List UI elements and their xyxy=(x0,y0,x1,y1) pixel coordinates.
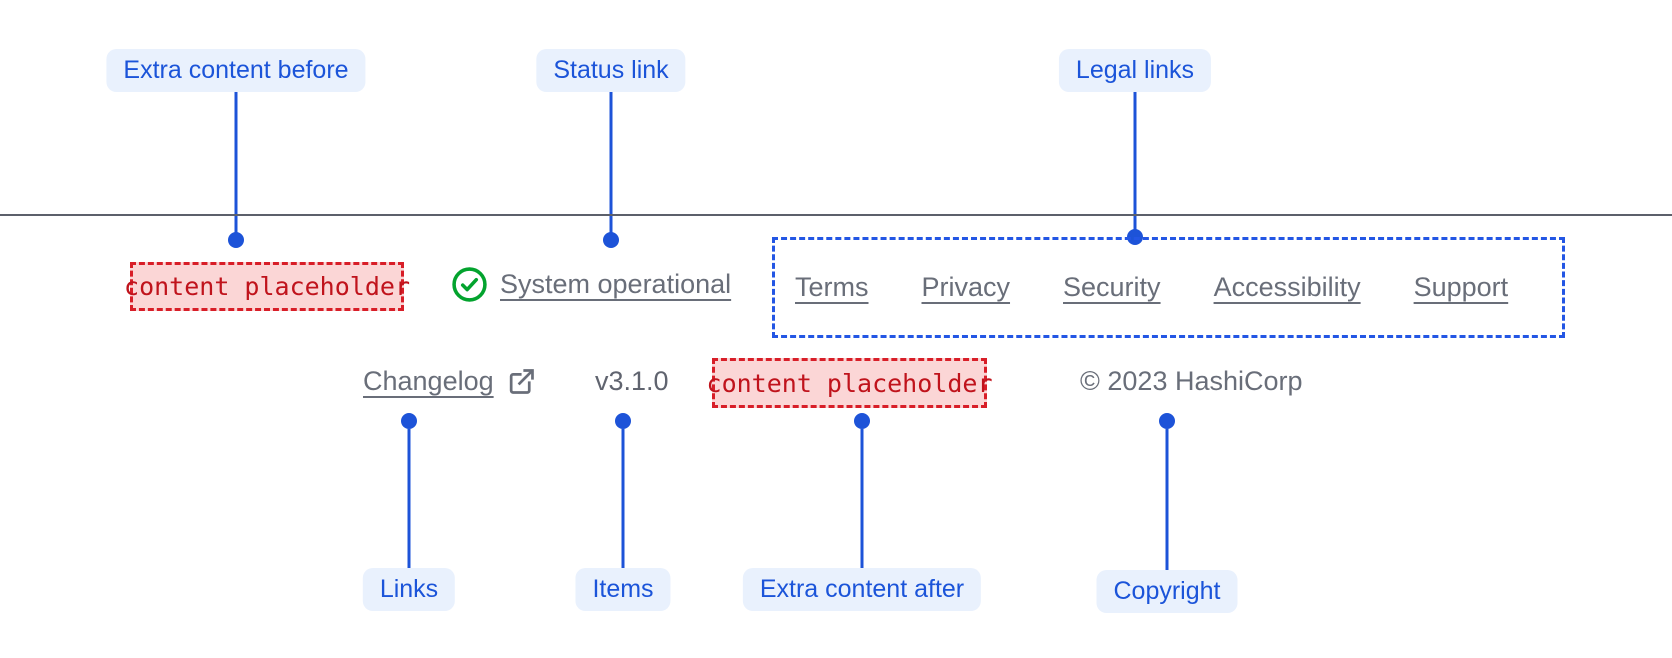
check-circle-icon xyxy=(451,266,488,303)
status-link[interactable]: System operational xyxy=(451,262,731,306)
footer-top-divider xyxy=(0,214,1672,216)
changelog-link[interactable]: Changelog xyxy=(363,357,537,405)
connector-line xyxy=(1165,429,1169,570)
connector-line xyxy=(234,92,238,233)
connector-dot xyxy=(854,413,870,429)
changelog-link-label[interactable]: Changelog xyxy=(363,365,494,396)
connector-dot xyxy=(603,232,619,248)
placeholder-text: content placeholder xyxy=(706,368,993,398)
connector-dot xyxy=(1159,413,1175,429)
connector-dot xyxy=(228,232,244,248)
connector-line xyxy=(621,429,625,568)
placeholder-text: content placeholder xyxy=(124,272,410,301)
external-link-icon xyxy=(506,366,537,397)
callout-items: Items xyxy=(575,568,671,611)
legal-link-security[interactable]: Security xyxy=(1063,272,1161,302)
callout-extra-content-after: Extra content after xyxy=(742,568,982,611)
callout-extra-content-before: Extra content before xyxy=(106,49,366,92)
callout-legal-links: Legal links xyxy=(1058,49,1212,92)
copyright-label: © 2023 HashiCorp xyxy=(1080,365,1303,396)
connector-line xyxy=(1133,92,1137,230)
legal-link-privacy[interactable]: Privacy xyxy=(921,272,1011,302)
legal-link-accessibility[interactable]: Accessibility xyxy=(1213,272,1361,302)
connector-line xyxy=(609,92,613,233)
connector-line xyxy=(407,429,411,568)
callout-status-link: Status link xyxy=(536,49,686,92)
extra-content-before-placeholder: content placeholder xyxy=(124,262,410,311)
callout-links: Links xyxy=(362,568,456,611)
version-item: v3.1.0 xyxy=(595,357,669,405)
legal-links-group: Terms Privacy Security Accessibility Sup… xyxy=(772,237,1565,338)
connector-dot xyxy=(615,413,631,429)
connector-dot xyxy=(401,413,417,429)
version-label: v3.1.0 xyxy=(595,365,669,396)
copyright-item: © 2023 HashiCorp xyxy=(1080,357,1303,405)
legal-link-terms[interactable]: Terms xyxy=(795,272,869,302)
extra-content-after-placeholder: content placeholder xyxy=(707,358,993,408)
legal-link-support[interactable]: Support xyxy=(1413,272,1509,302)
status-link-label[interactable]: System operational xyxy=(500,268,732,299)
callout-copyright: Copyright xyxy=(1096,570,1238,613)
connector-line xyxy=(860,429,864,568)
